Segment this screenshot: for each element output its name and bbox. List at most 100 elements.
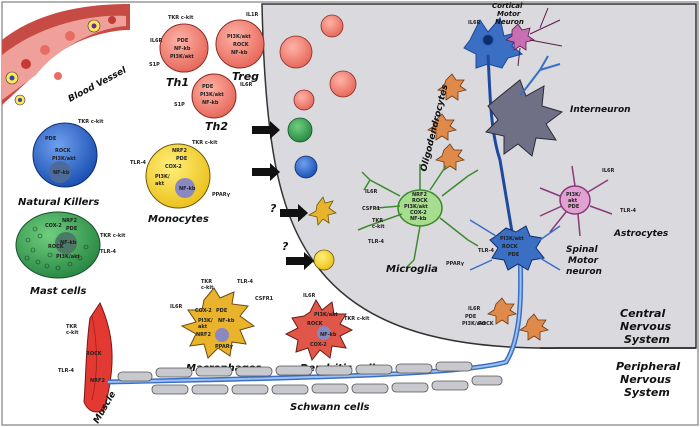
svg-text:PDE: PDE <box>66 226 78 232</box>
astrocyte-markers: PI3K/ akt PDE <box>566 192 581 210</box>
svg-text:PI3K/akt: PI3K/akt <box>462 321 486 327</box>
svg-text:ROCK: ROCK <box>86 351 103 357</box>
svg-text:neuron: neuron <box>566 267 602 277</box>
svg-text:TLR-4: TLR-4 <box>237 279 254 285</box>
svg-text:TLR-4: TLR-4 <box>130 160 147 166</box>
microglia <box>357 164 479 269</box>
svg-text:NRF2: NRF2 <box>90 378 105 384</box>
svg-text:PI3K/akt: PI3K/akt <box>200 92 224 98</box>
svg-text:PPARγ: PPARγ <box>446 261 465 267</box>
monocyte-cell: NRF2 PDE COX-2 PI3K/ akt NF-kb <box>145 143 211 209</box>
svg-text:IL6R: IL6R <box>150 38 163 44</box>
svg-text:S1P: S1P <box>149 62 160 68</box>
svg-text:TLR-4: TLR-4 <box>368 239 385 245</box>
treg-cell: PI3K/akt ROCK NF-kb <box>215 19 265 69</box>
schwann-cells-label: Schwann cells <box>290 402 370 413</box>
svg-text:System: System <box>624 333 670 346</box>
svg-text:NF-kb: NF-kb <box>231 50 248 56</box>
svg-text:Peripheral: Peripheral <box>616 360 680 373</box>
svg-text:IL6R: IL6R <box>303 293 316 299</box>
svg-text:PDE: PDE <box>45 136 57 142</box>
svg-text:Motor: Motor <box>497 10 521 18</box>
svg-text:TKR c-kit: TKR c-kit <box>100 233 126 239</box>
svg-text:NF-kb: NF-kb <box>60 240 77 246</box>
svg-text:PI3K/akt: PI3K/akt <box>314 312 338 318</box>
svg-text:TLR-4: TLR-4 <box>100 249 117 255</box>
svg-text:PDE: PDE <box>465 314 477 320</box>
svg-text:COX-2: COX-2 <box>165 164 182 170</box>
svg-text:PI3K/akt: PI3K/akt <box>56 254 80 260</box>
astrocytes-label: Astrocytes <box>613 229 669 239</box>
svg-text:NF-kb: NF-kb <box>53 170 70 176</box>
svg-text:ROCK: ROCK <box>55 148 72 154</box>
svg-text:IL6R: IL6R <box>468 20 481 26</box>
svg-text:ROCK: ROCK <box>412 198 429 204</box>
th1-cell: PDE NF-kb PI3K/akt <box>159 23 209 73</box>
svg-text:PI3K/akt: PI3K/akt <box>404 204 428 210</box>
svg-text:TLR-4: TLR-4 <box>58 368 75 374</box>
svg-text:NRF2: NRF2 <box>62 218 77 224</box>
svg-text:Nervous: Nervous <box>620 373 672 386</box>
svg-text:NF-kb: NF-kb <box>410 216 427 222</box>
natural-killer-cell: PDE ROCK PI3K/akt NF-kb <box>32 122 98 188</box>
mast-cells-label: Mast cells <box>30 286 86 297</box>
blood-vessel <box>2 4 130 106</box>
svg-text:PDE: PDE <box>216 308 228 314</box>
question-mark-1: ? <box>270 202 277 215</box>
natural-killers-label: Natural Killers <box>18 197 99 208</box>
th2-label: Th2 <box>205 120 228 133</box>
svg-text:TKR: TKR <box>372 218 383 224</box>
svg-text:NRF2: NRF2 <box>412 192 427 198</box>
svg-text:IL6R: IL6R <box>240 82 253 88</box>
astrocyte-top <box>505 7 563 67</box>
svg-text:NF-kb: NF-kb <box>174 46 191 52</box>
svg-text:TKR: TKR <box>201 279 212 285</box>
cns-macrophage-small <box>307 196 337 226</box>
svg-text:CSFR1: CSFR1 <box>362 206 381 212</box>
svg-text:System: System <box>624 386 670 399</box>
th1-label: Th1 <box>166 76 189 89</box>
spinal-motor-neuron: PI3K/akt ROCK PDE <box>469 219 561 271</box>
svg-text:PI3K/: PI3K/ <box>566 192 581 198</box>
svg-text:IL6R: IL6R <box>468 306 481 312</box>
svg-text:COX-2: COX-2 <box>45 223 62 229</box>
svg-text:IL1R: IL1R <box>246 12 259 18</box>
schwann-cells <box>117 361 503 395</box>
svg-text:COX-2: COX-2 <box>410 210 427 216</box>
treg-label: Treg <box>232 70 259 83</box>
svg-text:Central: Central <box>620 307 665 320</box>
svg-text:PI3K/: PI3K/ <box>155 174 170 180</box>
svg-text:Cortical: Cortical <box>492 2 523 10</box>
migration-arrows <box>252 121 314 270</box>
svg-text:PDE: PDE <box>568 204 580 210</box>
th2-cell: PDE PI3K/akt NF-kb <box>191 73 237 119</box>
svg-text:PDE: PDE <box>202 84 214 90</box>
astrocytes <box>539 165 613 237</box>
cortical-motor-neuron <box>463 16 524 251</box>
svg-text:PDE: PDE <box>176 156 188 162</box>
question-mark-2: ? <box>282 240 289 253</box>
svg-text:ROCK: ROCK <box>48 244 65 250</box>
dendritic-cell: PI3K/akt ROCK NF-kb COX-2 <box>284 298 354 362</box>
svg-text:Neuron: Neuron <box>495 18 524 26</box>
svg-text:NRF2: NRF2 <box>172 148 187 154</box>
muscle: ROCK NRF2 <box>83 301 113 413</box>
svg-text:CSFR1: CSFR1 <box>255 296 274 302</box>
th1-tkr: TKR c-kit <box>168 15 194 21</box>
svg-text:PDE: PDE <box>177 38 189 44</box>
svg-text:PPARγ: PPARγ <box>215 344 234 350</box>
svg-text:akt: akt <box>198 324 208 330</box>
svg-text:PDE: PDE <box>508 252 520 258</box>
svg-text:IL6R: IL6R <box>602 168 615 174</box>
mast-cell: COX-2 NRF2 PDE NF-kb ROCK PI3K/akt <box>15 211 101 279</box>
svg-text:Spinal: Spinal <box>566 245 598 255</box>
svg-text:PI3K/akt: PI3K/akt <box>227 34 251 40</box>
svg-text:ROCK: ROCK <box>478 321 495 327</box>
svg-text:PPARγ: PPARγ <box>212 192 231 198</box>
svg-text:ROCK: ROCK <box>233 42 250 48</box>
svg-text:PI3K/: PI3K/ <box>198 318 213 324</box>
svg-text:Motor: Motor <box>568 256 599 266</box>
svg-text:NF-kb: NF-kb <box>202 100 219 106</box>
svg-text:c-kit: c-kit <box>201 285 214 291</box>
svg-text:TKR c-kit: TKR c-kit <box>344 316 370 322</box>
